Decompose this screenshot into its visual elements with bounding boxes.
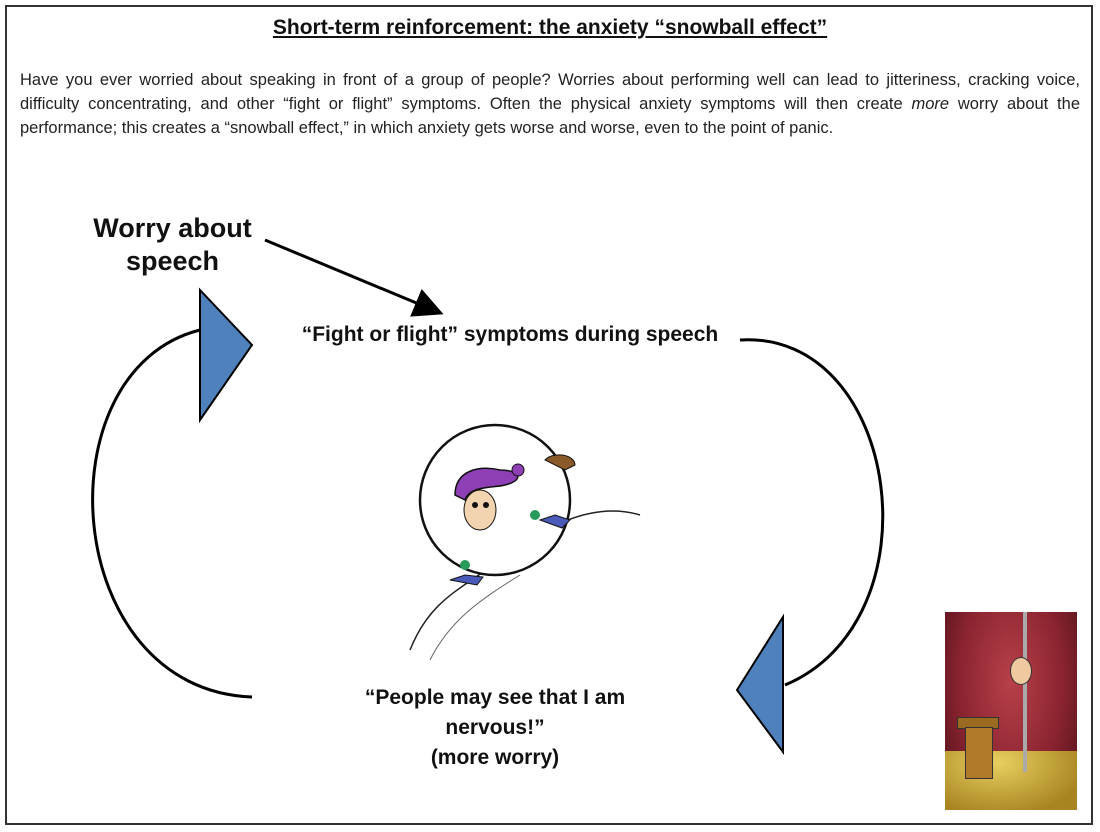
intro-emphasis: more [911,95,950,113]
page-title: Short-term reinforcement: the anxiety “s… [272,16,828,39]
fight-or-flight-label: “Fight or flight” symptoms during speech [301,323,719,346]
snowball-illustration [409,423,641,661]
intro-text: Have you ever worried about speaking in … [20,71,1080,113]
people-line-3: (more worry) [430,746,560,769]
worry-line-2: speech [125,246,220,276]
left-cycle-arc [91,328,253,699]
people-line-2: nervous!” [445,716,545,739]
page-frame [5,5,1093,825]
curtain-pole [1023,612,1027,772]
people-may-see-label: “People may see that I am nervous!” (more … [320,683,670,773]
nervous-speaker-illustration [945,612,1077,810]
triangle-left-icon [735,613,784,756]
right-cycle-arc [739,338,885,687]
intro-text-end: worry about the performance; this create… [20,95,1080,137]
people-line-1: “People may see that I am [364,686,626,709]
triangle-right-icon [199,287,254,424]
worry-line-1: Worry about [93,213,252,243]
speaker-head [1010,657,1032,685]
arrow-worry-to-symptoms [264,238,444,317]
podium [965,727,993,779]
intro-paragraph: Have you ever worried about speaking in … [20,68,1080,140]
